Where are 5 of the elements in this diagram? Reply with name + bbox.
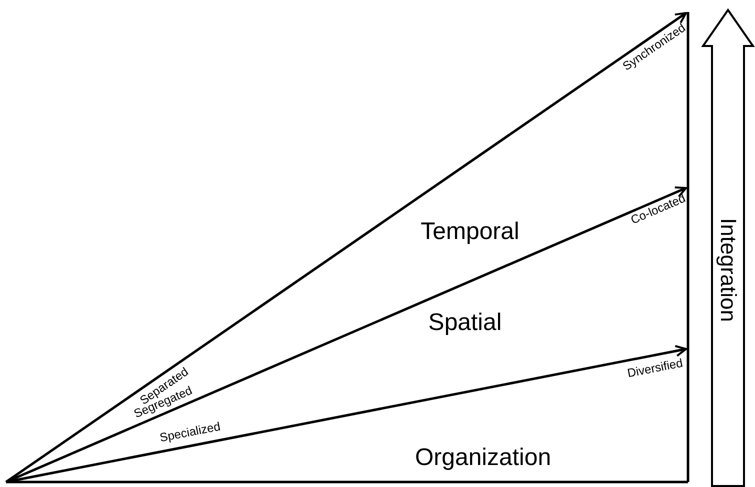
region-label: Spatial [428,311,502,335]
region-label: Temporal [420,220,520,244]
arrow-label: Integration [717,218,739,322]
ray-label: Diversified [626,356,684,380]
region-label: Organization [414,446,552,470]
